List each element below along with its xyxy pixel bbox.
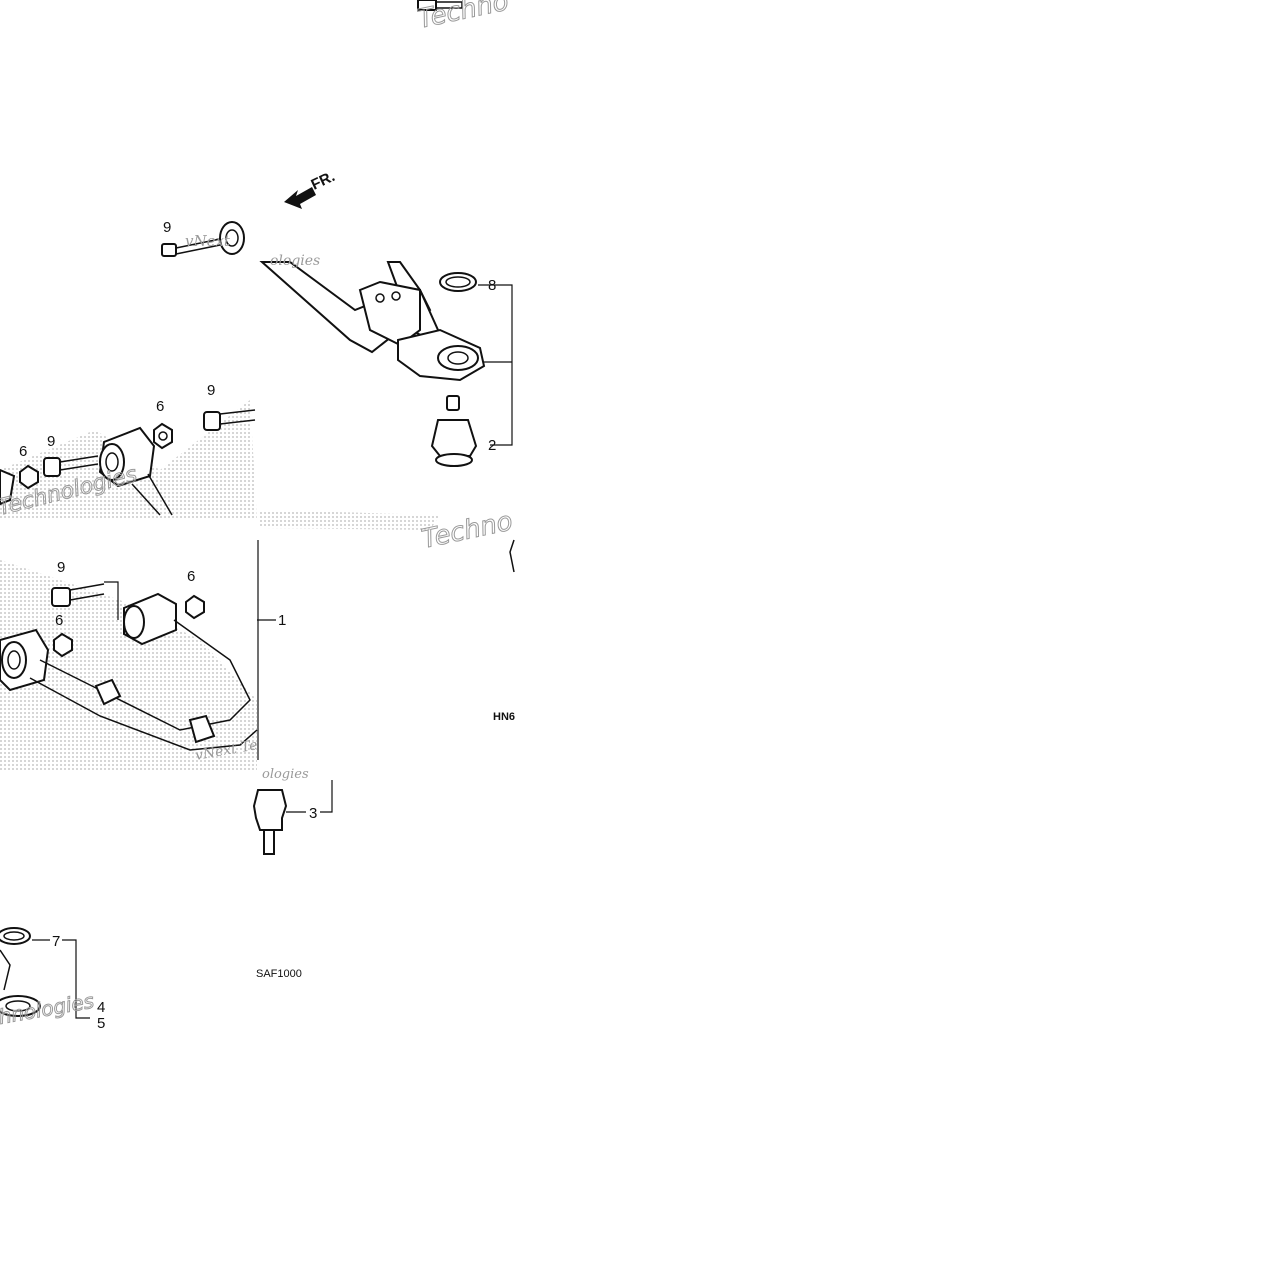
callout-6-d: 6 bbox=[55, 612, 63, 629]
callout-6-a: 6 bbox=[156, 398, 164, 415]
watermark-hnologies: hnologies bbox=[0, 989, 96, 1029]
watermark-techno-1: Techno bbox=[415, 0, 511, 35]
background-logo-texture bbox=[0, 400, 440, 770]
callout-2: 2 bbox=[488, 437, 496, 454]
watermark-techno-2: Techno bbox=[419, 506, 515, 554]
upper-arm-assembly bbox=[259, 261, 486, 382]
direction-label: FR. bbox=[309, 168, 338, 194]
ball-joint-3: 3 bbox=[252, 780, 333, 855]
callout-5: 5 bbox=[97, 1015, 105, 1032]
watermark-vnext-1: vNext bbox=[185, 232, 231, 250]
callout-1: 1 bbox=[278, 612, 286, 629]
edge-fragment-right bbox=[509, 539, 515, 573]
knuckle-hardware-group: 7 4 5 bbox=[0, 927, 105, 1032]
callout-6-b: 6 bbox=[19, 443, 27, 460]
bolt-fragment-top bbox=[417, 0, 463, 11]
watermark-ologies-2: ologies bbox=[262, 767, 309, 782]
callout-9-a: 9 bbox=[163, 219, 171, 236]
mid-arm-hardware-group: 9 6 9 6 bbox=[0, 382, 256, 516]
diagram-code: SAF1000 bbox=[256, 968, 302, 980]
watermark-ologies-1: ologies bbox=[270, 253, 320, 269]
callout-9-c: 9 bbox=[47, 433, 55, 450]
callout-9-d: 9 bbox=[57, 559, 65, 576]
callout-3: 3 bbox=[309, 805, 317, 822]
reference-code: HN6 bbox=[493, 711, 515, 723]
callout-6-c: 6 bbox=[187, 568, 195, 585]
callout-9-b: 9 bbox=[207, 382, 215, 399]
ball-joint-2: 2 bbox=[430, 395, 496, 467]
upper-arm-bolt-group: 9 bbox=[161, 219, 245, 257]
lower-arm-assembly: 9 6 6 1 bbox=[0, 540, 286, 760]
callout-7: 7 bbox=[52, 933, 60, 950]
callout-4: 4 bbox=[97, 999, 105, 1016]
circlip-8: 8 bbox=[439, 272, 513, 446]
front-direction-arrow: FR. bbox=[284, 168, 338, 209]
callout-8: 8 bbox=[488, 277, 496, 294]
